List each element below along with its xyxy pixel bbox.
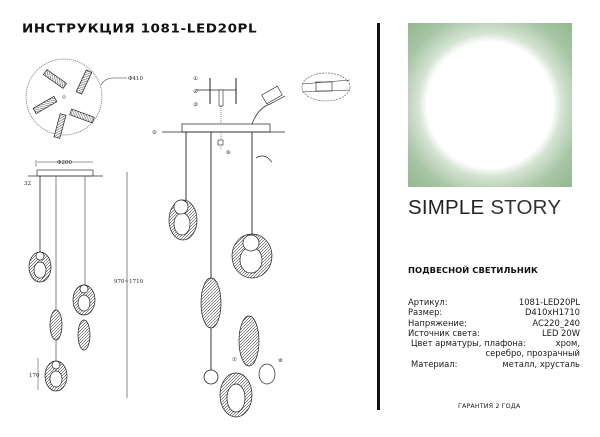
svg-text:⑥: ⑥ [226, 149, 231, 156]
spec-row: Материал: металл, хрусталь [408, 359, 580, 369]
spec-value: хром, [555, 338, 580, 349]
spec-label: Источник света: [408, 327, 480, 338]
svg-text:③: ③ [193, 101, 198, 108]
spec-label: Напряжение: [408, 317, 467, 328]
vertical-divider [377, 23, 380, 410]
brand-name-part2: STORY [490, 196, 562, 219]
svg-text:⑧: ⑧ [278, 357, 283, 364]
svg-text:32: 32 [24, 181, 31, 187]
spec-value: металл, хрусталь [502, 358, 580, 369]
product-photo-placeholder [408, 23, 572, 187]
spec-value: D410xH1710 [524, 307, 580, 318]
spec-row: Цвет арматуры, плафона: хром, [408, 338, 580, 348]
svg-text:Φ410: Φ410 [128, 76, 144, 82]
installation-view: ① ② ③ ⑤ ⑥ [152, 72, 351, 418]
spec-value: 1081-LED20PL [518, 297, 580, 307]
svg-text:⑤: ⑤ [152, 129, 157, 136]
spec-label: Цвет арматуры, плафона: [411, 338, 526, 349]
brand-name-part1: SIMPLE [408, 196, 485, 219]
spec-row: Размер: D410xH1710 [408, 307, 580, 317]
warranty-text: ГАРАНТИЯ 2 ГОДА [458, 402, 521, 410]
svg-text:②: ② [193, 88, 198, 95]
spec-label: Материал: [411, 358, 458, 369]
spec-value: LED 20W [541, 327, 580, 338]
svg-text:170: 170 [29, 373, 40, 379]
spec-value: серебро, прозрачный [485, 348, 580, 359]
svg-text:970~1710: 970~1710 [114, 279, 144, 285]
side-view: Φ200 32 970~1710 170 [24, 160, 144, 398]
spec-row: серебро, прозрачный [408, 348, 580, 358]
svg-text:①: ① [193, 75, 198, 82]
spec-label: Размер: [408, 307, 443, 318]
page-title: ИНСТРУКЦИЯ 1081-LED20PL [22, 21, 258, 37]
top-view: Φ410 [25, 58, 144, 139]
spec-table: Артикул: 1081-LED20PL Размер: D410xH1710… [408, 297, 580, 369]
spec-row: Напряжение: AC220_240 [408, 318, 580, 328]
svg-text:⑦: ⑦ [232, 356, 237, 363]
technical-drawing: Φ410 Φ200 32 970~1710 170 [24, 58, 351, 418]
spec-row: Артикул: 1081-LED20PL [408, 297, 580, 307]
spec-row: Источник света: LED 20W [408, 328, 580, 338]
product-type: ПОДВЕСНОЙ СВЕТИЛЬНИК [408, 265, 538, 275]
spec-label: Артикул: [408, 297, 448, 307]
brand-logo: SIMPLE STORY [408, 196, 561, 220]
spec-value: AC220_240 [532, 317, 580, 328]
svg-text:Φ200: Φ200 [57, 160, 73, 166]
